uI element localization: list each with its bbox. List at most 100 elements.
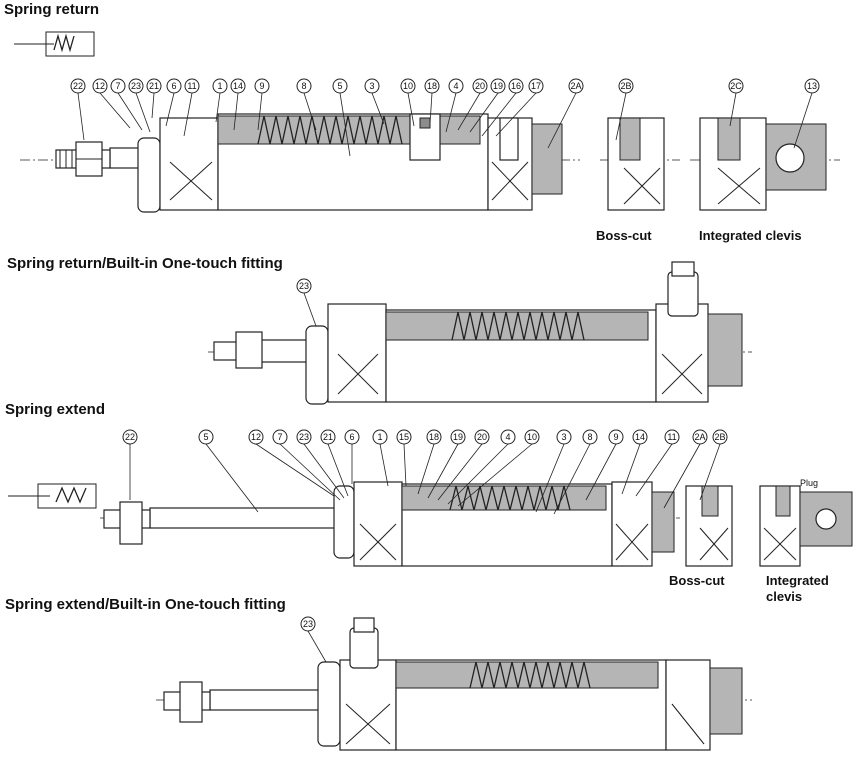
balloon-circle	[230, 78, 246, 94]
balloon-circle	[184, 78, 200, 94]
part-balloon: 2B	[699, 429, 728, 501]
balloon-label: 19	[493, 81, 503, 91]
balloon-circle	[400, 78, 416, 94]
balloon-label: 9	[259, 81, 264, 91]
balloon-leader-line	[553, 443, 591, 515]
spring-return-symbol	[14, 31, 95, 57]
part-balloon: 19	[427, 429, 466, 499]
balloon-circle	[474, 429, 490, 445]
balloon-leader-line	[469, 92, 499, 133]
balloon-leader-line	[621, 443, 641, 495]
balloon-leader-line	[117, 92, 143, 131]
part-balloon: 9	[585, 429, 624, 501]
part-balloon: 2A	[547, 78, 584, 149]
balloon-circle	[92, 78, 108, 94]
balloon-label: 3	[369, 81, 374, 91]
balloon-label: 2A	[694, 432, 705, 442]
balloon-label: 17	[531, 81, 541, 91]
balloon-leader-line	[457, 92, 481, 131]
balloon-leader-line	[457, 443, 533, 507]
balloon-circle	[448, 78, 464, 94]
balloon-label: 4	[453, 81, 458, 91]
balloon-leader-line	[547, 92, 577, 149]
balloon-label: 23	[299, 281, 309, 291]
balloon-circle	[344, 429, 360, 445]
part-balloon: 23	[300, 616, 327, 663]
spring-extend-cylinder	[100, 481, 680, 567]
balloon-leader-line	[793, 92, 813, 149]
balloon-label: 9	[613, 432, 618, 442]
balloon-label: 11	[667, 432, 676, 442]
balloon-circle	[424, 78, 440, 94]
balloon-circle	[426, 429, 442, 445]
balloon-label: 23	[131, 81, 141, 91]
part-balloon: 21	[320, 429, 349, 497]
balloon-label: 8	[301, 81, 306, 91]
balloon-circle	[296, 429, 312, 445]
part-balloon: 19	[469, 78, 506, 133]
part-balloon: 18	[417, 429, 442, 495]
balloon-label: 21	[149, 81, 159, 91]
balloon-circle	[300, 616, 316, 632]
part-balloon: 21	[146, 78, 162, 119]
balloon-leader-line	[427, 443, 459, 499]
balloon-label: 23	[299, 432, 309, 442]
balloon-leader-line	[481, 92, 517, 137]
balloon-leader-line	[379, 443, 389, 487]
balloon-label: 1	[377, 432, 382, 442]
balloon-leader-line	[303, 92, 317, 131]
part-balloon: 23	[128, 78, 151, 133]
spring-extend-symbol	[8, 483, 97, 509]
balloon-circle	[128, 78, 144, 94]
balloon-circle	[582, 429, 598, 445]
balloon-leader-line	[437, 443, 483, 501]
balloon-leader-line	[495, 92, 537, 137]
balloon-leader-line	[307, 630, 327, 663]
balloon-label: 10	[527, 432, 537, 442]
balloon-label: 2B	[620, 81, 631, 91]
balloon-circle	[490, 78, 506, 94]
balloon-leader-line	[327, 443, 349, 497]
caption-integrated-clevis-extend-line2: clevis	[766, 589, 803, 604]
part-balloon: 1	[372, 429, 389, 487]
balloon-circle	[296, 78, 312, 94]
balloon-label: 19	[453, 432, 463, 442]
balloon-label: 10	[403, 81, 413, 91]
balloon-label: 20	[477, 432, 487, 442]
balloon-label: 8	[587, 432, 592, 442]
balloon-circle	[146, 78, 162, 94]
balloon-circle	[332, 78, 348, 94]
balloon-circle	[364, 78, 380, 94]
balloon-label: 22	[125, 432, 135, 442]
part-balloon: 4	[445, 78, 464, 133]
part-balloon: 10	[400, 78, 416, 127]
balloon-label: 15	[399, 432, 409, 442]
part-balloon: 11	[183, 78, 200, 137]
balloon-label: 6	[171, 81, 176, 91]
part-balloon: 2B	[615, 78, 634, 141]
balloon-leader-line	[257, 92, 263, 131]
integrated-clevis-variant-top	[690, 117, 840, 211]
boss-cut-variant-extend	[685, 485, 733, 567]
balloon-leader-line	[615, 92, 627, 141]
balloon-circle	[122, 429, 138, 445]
part-balloon: 3	[364, 78, 385, 125]
balloon-label: 12	[95, 81, 105, 91]
balloon-label: 14	[233, 81, 243, 91]
part-balloon: 12	[92, 78, 131, 129]
balloon-label: 12	[251, 432, 261, 442]
balloon-leader-line	[183, 92, 193, 137]
balloon-label: 5	[203, 432, 208, 442]
balloon-circle	[608, 429, 624, 445]
part-balloon: 14	[230, 78, 246, 131]
part-balloon: 1	[212, 78, 228, 123]
balloon-leader-line	[215, 92, 221, 123]
balloon-label: 18	[429, 432, 439, 442]
balloon-leader-line	[135, 92, 151, 133]
balloon-leader-line	[151, 92, 155, 119]
balloon-leader-line	[429, 92, 433, 125]
balloon-circle	[528, 78, 544, 94]
balloon-circle	[396, 429, 412, 445]
part-balloon: 20	[457, 78, 488, 131]
section-title-spring-return-one-touch: Spring return/Built-in One-touch fitting	[7, 255, 283, 272]
